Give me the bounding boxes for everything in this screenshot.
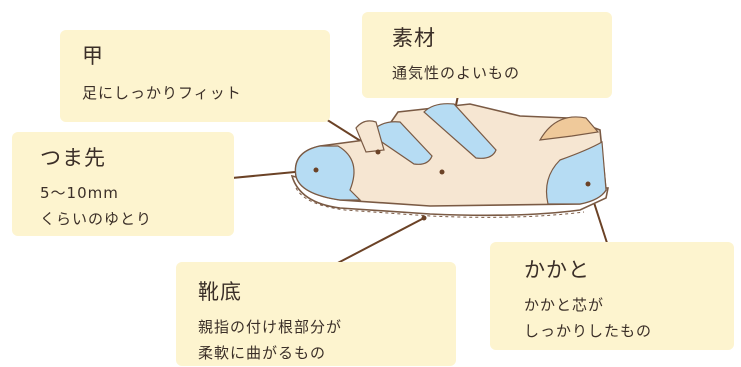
marker-dot-material [440,170,445,175]
marker-dot-heel [586,182,591,187]
marker-dot-instep [376,150,381,155]
label-title-instep: 甲 [82,40,104,70]
marker-dot-sole [422,216,427,221]
label-desc-material: 通気性のよいもの [392,62,520,83]
label-desc-sole-1: 親指の付け根部分が [198,316,342,337]
label-box-instep: 甲 足にしっかりフィット [60,30,330,122]
label-desc-toe-1: 5〜10mm [40,182,119,203]
label-box-material: 素材 通気性のよいもの [362,12,612,98]
label-title-toe: つま先 [40,142,106,172]
label-title-sole: 靴底 [198,276,242,306]
label-box-heel: かかと かかと芯が しっかりしたもの [490,242,734,350]
label-desc-toe-2: くらいのゆとり [40,208,152,229]
label-box-sole: 靴底 親指の付け根部分が 柔軟に曲がるもの [176,262,456,366]
marker-dot-toe [314,168,319,173]
label-desc-heel-2: しっかりしたもの [524,320,652,341]
label-title-heel: かかと [524,254,590,284]
label-desc-sole-2: 柔軟に曲がるもの [198,342,326,363]
label-title-material: 素材 [392,22,436,52]
label-box-toe: つま先 5〜10mm くらいのゆとり [12,132,234,236]
label-desc-heel-1: かかと芯が [524,294,604,315]
leader-line-sole [332,218,424,266]
label-desc-instep: 足にしっかりフィット [82,82,242,103]
